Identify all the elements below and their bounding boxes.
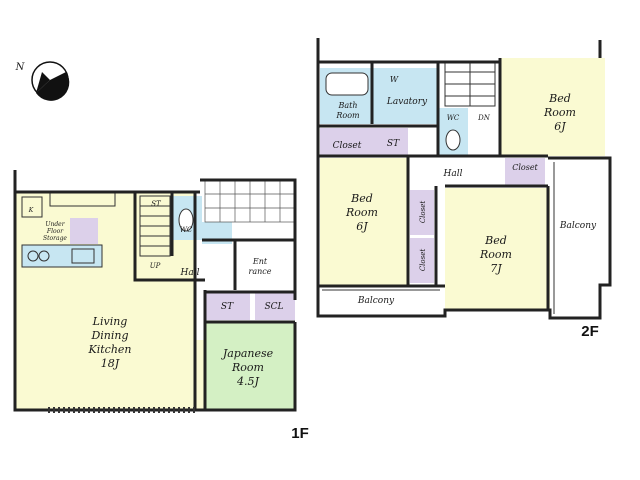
walls-1f: [13, 170, 297, 412]
compass-icon: N: [15, 61, 70, 101]
bedroom-s-label: Bed: [484, 234, 507, 247]
toilet-icon: [178, 208, 194, 232]
bedroom-s-label: Room: [479, 248, 512, 261]
wc-2f-label: WC: [447, 114, 460, 122]
hall-1f-label: Hall: [180, 268, 200, 278]
stove-icon: [38, 250, 50, 262]
floor-1f: K Under Floor Storage Living Dining Kitc…: [13, 170, 309, 442]
floor-2f-label: 2F: [581, 323, 599, 340]
under-floor-label: Floor: [46, 228, 64, 235]
under-floor-label: Under: [45, 221, 65, 228]
wc-1f-label: WC: [180, 226, 193, 234]
lavatory-label: Lavatory: [386, 97, 428, 107]
bath-room-label: Room: [335, 111, 360, 120]
closet-right-area: [505, 158, 545, 186]
bedroom-s-area: [445, 188, 550, 310]
balcony-east-label: Balcony: [559, 221, 597, 231]
storage-scl-1f: [255, 292, 295, 320]
bedroom-w-label: Bed: [350, 192, 373, 205]
dn-label: DN: [477, 114, 491, 122]
balcony-south-label: Balcony: [357, 296, 395, 306]
floor-1f-label: 1F: [291, 425, 309, 442]
staircase-1f: [139, 195, 171, 257]
hall-2f-label: Hall: [443, 169, 463, 179]
closet-vert2-label: Closet: [419, 249, 427, 272]
living-size: 18J: [101, 357, 120, 370]
under-floor-storage: [70, 218, 98, 244]
st-1f-label: ST: [221, 302, 234, 312]
bedroom-w-size: 6J: [356, 220, 368, 233]
closet-left-label: Closet: [333, 141, 362, 151]
japanese-room-area: [205, 322, 295, 410]
bedroom-ne-label: Room: [543, 106, 576, 119]
kitchen-back-counter: [49, 191, 116, 207]
closet-vert2-area: [410, 238, 434, 283]
closet-vert1-label: Closet: [419, 201, 427, 224]
bedroom-w-area: [320, 158, 408, 286]
sink-icon: [71, 248, 95, 264]
bedroom-ne-size: 6J: [554, 120, 566, 133]
bedroom-ne-area: [500, 58, 605, 156]
bedroom-w-label: Room: [345, 206, 378, 219]
japanese-room-size: 4.5J: [236, 375, 259, 388]
up-label: UP: [150, 262, 161, 270]
washer-mark: W: [390, 75, 399, 84]
bathtub-icon: [325, 72, 369, 96]
entrance-area: [235, 240, 295, 290]
closet-right-label: Closet: [512, 163, 538, 172]
st-2f-label: ST: [387, 139, 400, 149]
refrigerator-icon: [21, 196, 43, 218]
kitchen-counter: [21, 244, 103, 268]
staircase-2f: [444, 61, 496, 107]
living-extension: [195, 340, 205, 410]
entrance-label: Ent: [252, 257, 268, 266]
living-dining-kitchen-area: [15, 192, 195, 410]
toilet-icon: [445, 129, 461, 151]
closet-vert1-area: [410, 190, 434, 235]
stair-st-label: ST: [151, 200, 162, 208]
bath-room-label: Bath: [337, 101, 357, 110]
st-2f-area: [378, 128, 408, 156]
lavatory-area: [372, 68, 438, 124]
japanese-room-label: Japanese: [221, 347, 274, 360]
walls-2f: [316, 38, 612, 320]
under-floor-label: Storage: [43, 235, 67, 242]
bedroom-ne-label: Bed: [548, 92, 571, 105]
k-mark: K: [28, 207, 34, 214]
closet-left-area: [320, 128, 378, 156]
tile-grid: [204, 179, 296, 223]
compass-north-label: N: [15, 62, 26, 73]
living-label: Living: [92, 315, 128, 328]
bedroom-s-size: 7J: [490, 262, 502, 275]
kitchen-label: Kitchen: [88, 343, 132, 356]
entrance-label: rance: [249, 267, 272, 276]
scl-label: SCL: [264, 302, 283, 312]
storage-st-1f: [205, 292, 250, 320]
japanese-room-label: Room: [231, 361, 264, 374]
dining-label: Dining: [90, 329, 128, 342]
stove-icon: [27, 250, 39, 262]
floor-2f: Bath Room W Lavatory WC DN Closet ST Hal…: [316, 38, 612, 340]
